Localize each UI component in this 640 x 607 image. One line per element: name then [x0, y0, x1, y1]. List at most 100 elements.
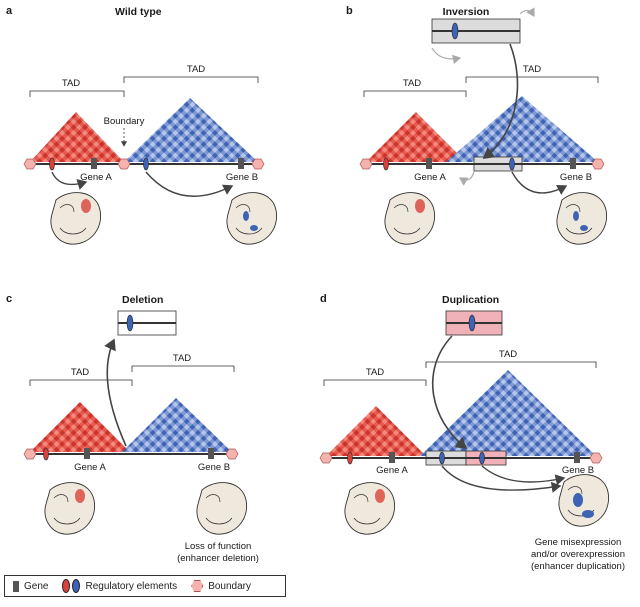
- rotation-arrow: [431, 47, 462, 65]
- embryo-icon: [44, 482, 96, 535]
- legend-item-regulatory: Regulatory elements: [62, 579, 177, 593]
- tad-triangle-red: [366, 112, 466, 162]
- gene-a-label: Gene A: [74, 462, 106, 473]
- boundary-hexagon: [23, 448, 37, 460]
- gene-b-box: [208, 448, 214, 459]
- tad-triangle-red: [30, 402, 130, 452]
- gene-a-box: [91, 158, 97, 169]
- tad-bracket-right: [131, 365, 235, 372]
- regulatory-element-red-icon: [62, 579, 71, 593]
- gene-icon: [13, 580, 19, 592]
- regulatory-element-blue: [143, 157, 149, 171]
- gene-a-label: Gene A: [376, 465, 408, 476]
- tad-bracket-left: [323, 379, 427, 386]
- boundary-label: Boundary: [104, 116, 145, 127]
- gene-b-box: [570, 158, 576, 169]
- regulation-arrow: [441, 465, 562, 493]
- panel-c: c Deletion TAD TAD Gene A Gene B: [6, 293, 259, 564]
- panel-d: d Duplication TAD TAD Gene A Gene B: [319, 293, 625, 572]
- tad-bracket-right: [425, 361, 597, 368]
- inversion-arrow: [482, 43, 519, 159]
- caption-line: Loss of function: [185, 541, 252, 552]
- regulation-arrow: [511, 171, 568, 195]
- legend-item-boundary: Boundary: [191, 580, 251, 592]
- embryo-icon: [558, 474, 610, 527]
- tad-triangle-blue: [446, 96, 598, 162]
- deletion-arrow: [104, 338, 127, 447]
- regulatory-element-red: [43, 447, 49, 461]
- tad-triangle-blue: [420, 370, 596, 456]
- tad-triangle-blue: [124, 98, 258, 162]
- tad-triangle-blue: [122, 398, 232, 452]
- regulatory-element-blue: [126, 314, 134, 332]
- gene-a-box: [389, 452, 395, 463]
- caption-line: and/or overexpression: [531, 549, 625, 560]
- panel-b-letter: b: [346, 5, 353, 17]
- tad-triangle-red: [326, 406, 426, 456]
- embryo-icon: [196, 482, 248, 535]
- caption-line: (enhancer deletion): [177, 553, 259, 564]
- tad-label-left: TAD: [366, 367, 384, 378]
- panel-b: b Inversion TAD TAD Gene A Gene B: [346, 5, 608, 245]
- boundary-hexagon: [591, 158, 605, 170]
- regulatory-element-blue: [479, 451, 485, 465]
- rotation-arrow: [519, 7, 535, 18]
- regulation-arrow: [51, 171, 88, 190]
- embryo-icon: [344, 482, 396, 535]
- gene-b-label: Gene B: [562, 465, 594, 476]
- embryo-icon: [556, 192, 608, 245]
- boundary-hexagon: [359, 158, 373, 170]
- tad-bracket-right: [465, 76, 599, 83]
- panel-a: a Wild type TAD TAD Boundary Gene A Gene…: [6, 5, 278, 245]
- tad-label-right: TAD: [499, 349, 517, 360]
- tad-label-left: TAD: [62, 78, 80, 89]
- legend-boundary-label: Boundary: [208, 580, 251, 592]
- gene-a-label: Gene A: [80, 172, 112, 183]
- tad-bracket-left: [29, 90, 125, 97]
- panel-d-letter: d: [320, 293, 327, 305]
- regulatory-element-blue: [451, 22, 459, 40]
- embryo-icon: [50, 192, 102, 245]
- tad-bracket-left: [29, 379, 133, 386]
- regulation-arrow: [145, 171, 234, 197]
- gene-a-box: [426, 158, 432, 169]
- boundary-hexagon: [589, 452, 603, 464]
- caption-line: (enhancer duplication): [531, 561, 625, 572]
- tad-label-right: TAD: [187, 64, 205, 75]
- panel-a-title: Wild type: [115, 6, 162, 18]
- embryo-icon: [384, 192, 436, 245]
- regulatory-element-red: [347, 451, 353, 465]
- legend: Gene Regulatory elements Boundary: [4, 575, 286, 597]
- tad-label-right: TAD: [523, 64, 541, 75]
- legend-gene-label: Gene: [24, 580, 49, 592]
- regulatory-element-blue: [468, 314, 476, 332]
- boundary-hexagon: [319, 452, 333, 464]
- tad-label-right: TAD: [173, 353, 191, 364]
- gene-b-label: Gene B: [226, 172, 258, 183]
- legend-item-gene: Gene: [13, 580, 49, 592]
- regulation-arrow: [481, 465, 566, 486]
- boundary-hexagon: [251, 158, 265, 170]
- boundary-hexagon: [117, 158, 131, 170]
- panel-a-letter: a: [6, 5, 13, 17]
- regulatory-element-blue-icon: [72, 579, 81, 593]
- gene-b-label: Gene B: [560, 172, 592, 183]
- duplication-arrow: [431, 335, 468, 449]
- gene-b-label: Gene B: [198, 462, 230, 473]
- tad-bracket-left: [363, 90, 467, 97]
- panel-c-letter: c: [6, 293, 12, 305]
- panel-c-title: Deletion: [122, 294, 163, 306]
- regulatory-element-red: [49, 157, 55, 171]
- gene-b-box: [574, 452, 580, 463]
- tad-triangle-red: [30, 112, 124, 162]
- rotation-arrow: [458, 171, 475, 186]
- embryo-icon: [226, 192, 278, 245]
- regulatory-element-blue: [509, 157, 515, 171]
- panel-d-title: Duplication: [442, 294, 499, 306]
- tad-label-left: TAD: [71, 367, 89, 378]
- caption-line: Gene misexpression: [535, 537, 622, 548]
- gene-a-box: [84, 448, 90, 459]
- boundary-hexagon: [225, 448, 239, 460]
- boundary-hexagon-icon: [191, 580, 204, 592]
